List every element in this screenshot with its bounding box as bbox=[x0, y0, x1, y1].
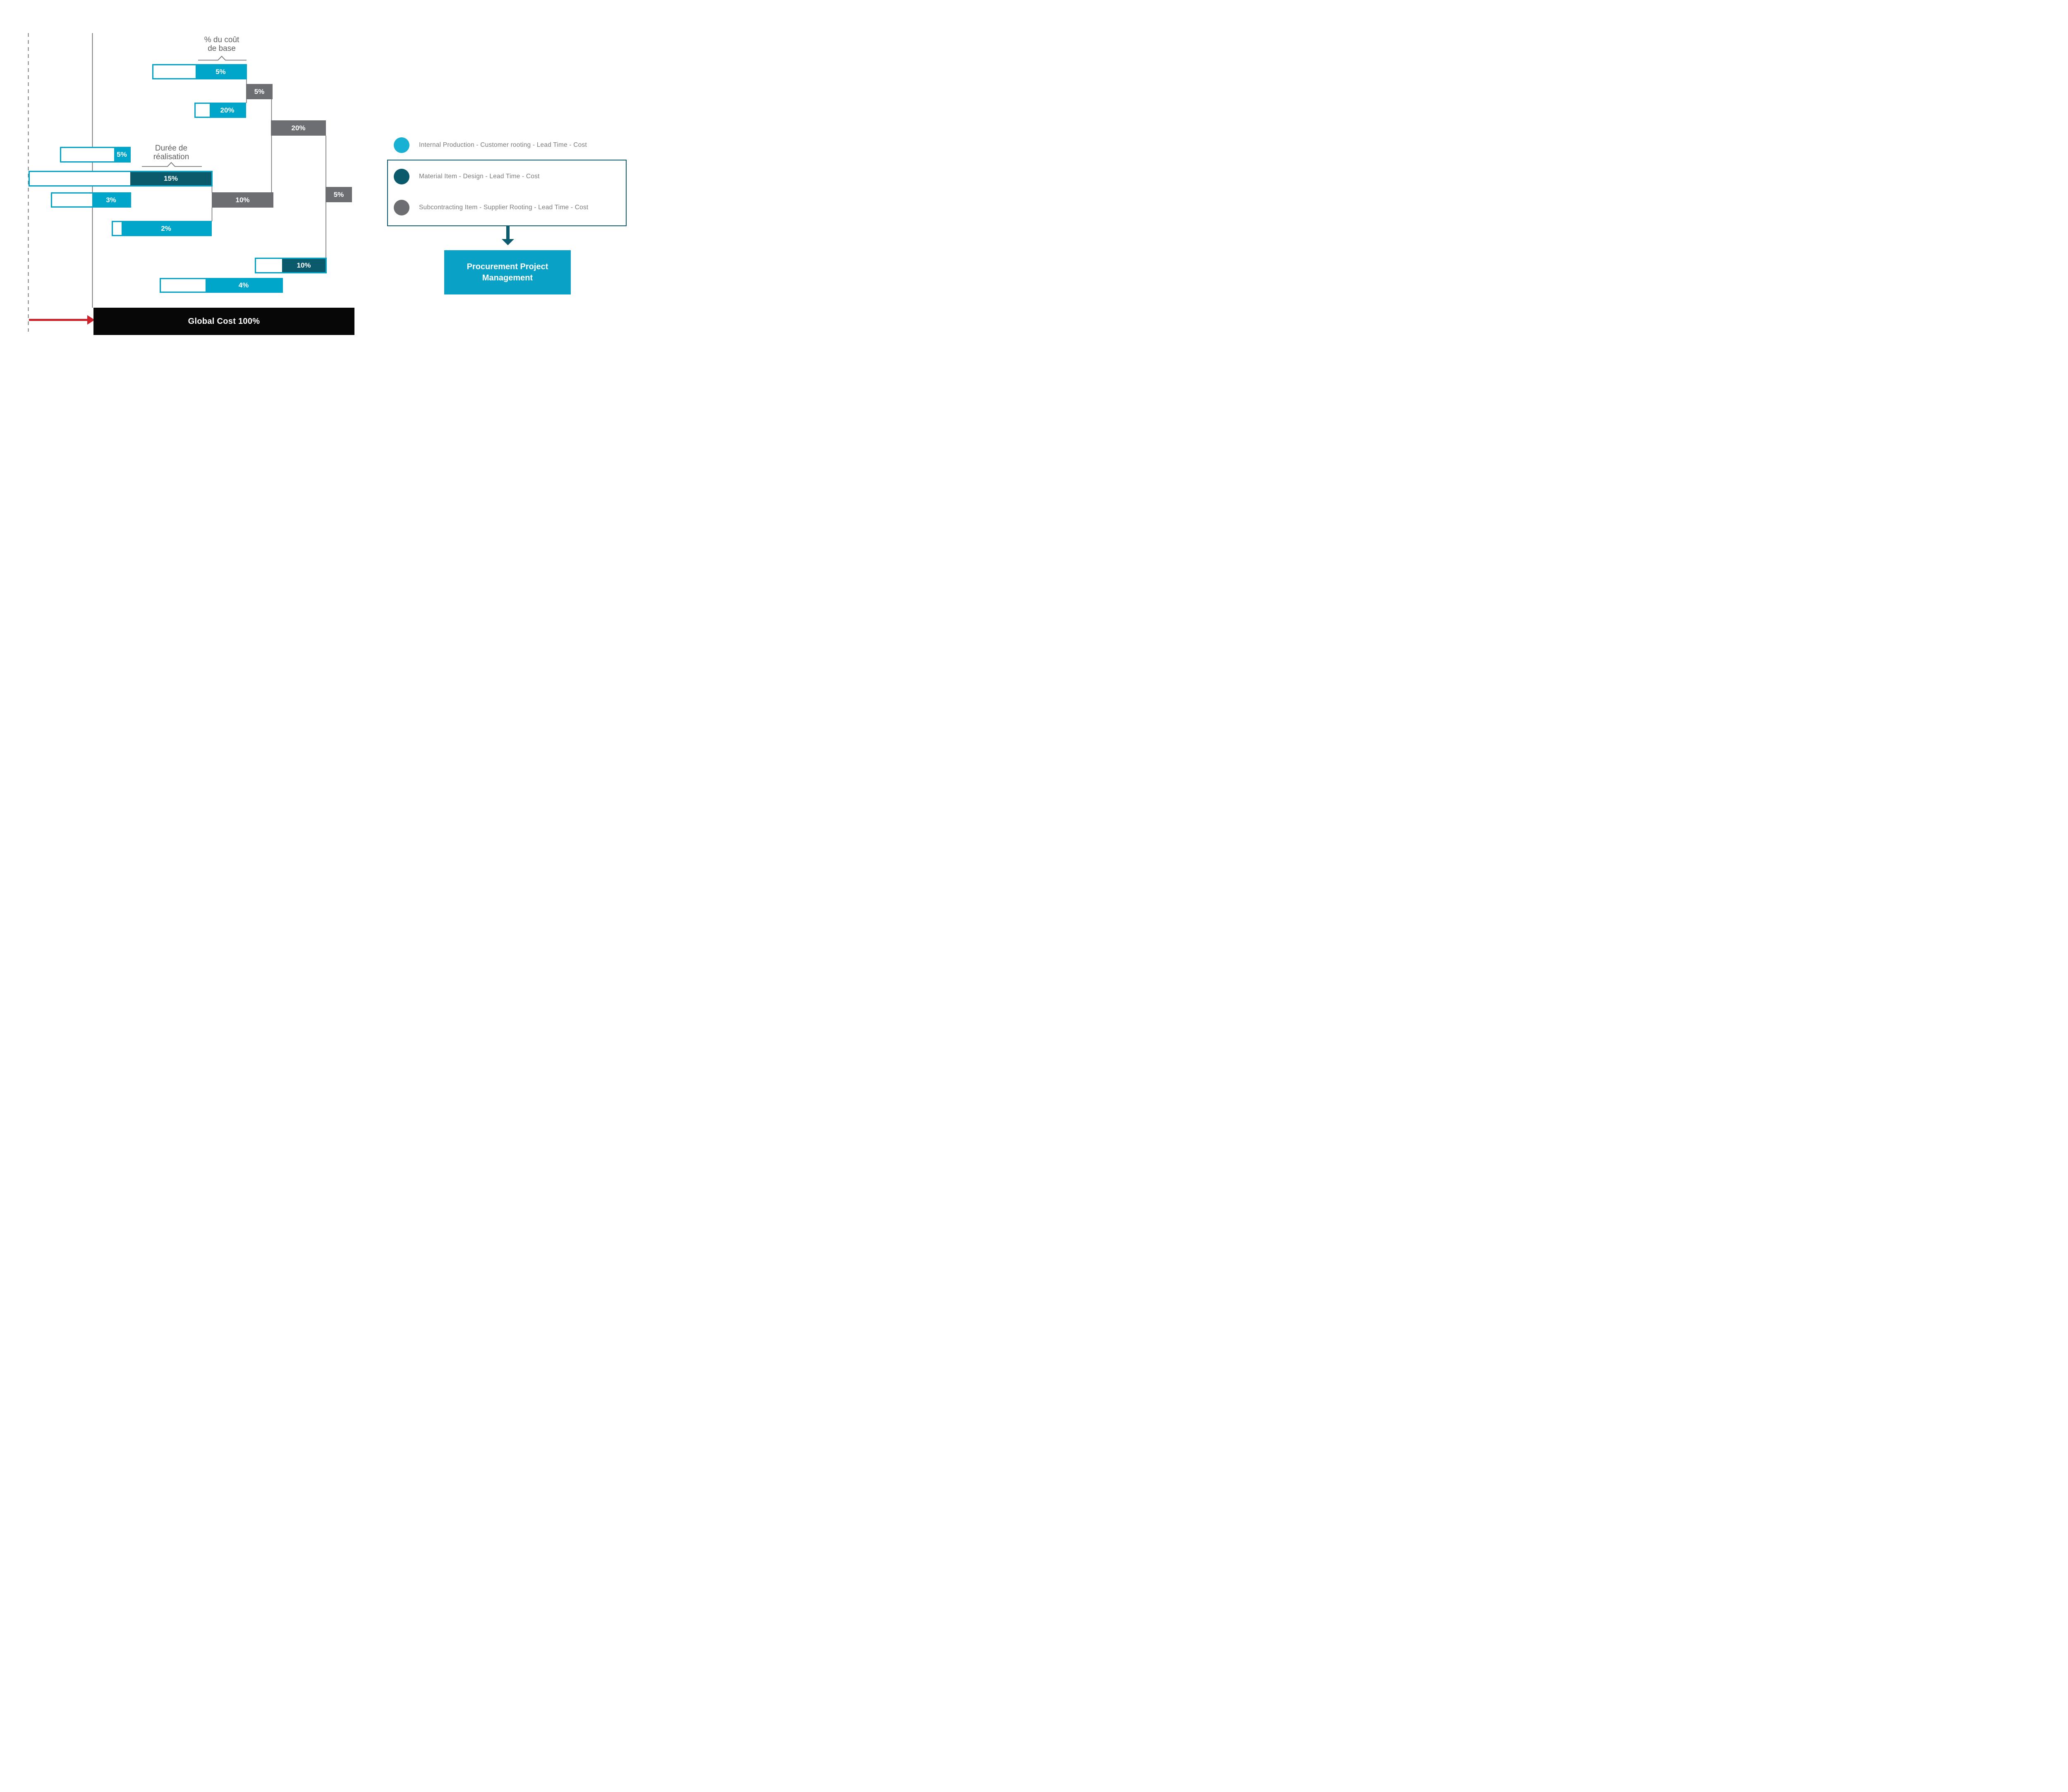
bar-value-label: 20% bbox=[291, 124, 306, 132]
cost-heading-line2: de base bbox=[208, 44, 236, 53]
duration-heading: Durée de réalisation bbox=[138, 144, 204, 161]
bar-internal-3-fill: 3% bbox=[92, 194, 130, 206]
red-arrow bbox=[29, 315, 95, 325]
legend-item-material-item: Material Item - Design - Lead Time - Cos… bbox=[394, 169, 540, 184]
bar-value-label: 5% bbox=[254, 87, 265, 96]
bar-value-label: 2% bbox=[161, 224, 171, 232]
material-item-swatch-icon bbox=[394, 169, 409, 184]
legend-item-label: Material Item - Design - Lead Time - Cos… bbox=[419, 173, 540, 180]
legend-item-internal-production: Internal Production - Customer rooting -… bbox=[394, 137, 587, 153]
bar-internal-20: 20% bbox=[194, 103, 246, 118]
red-arrow-head bbox=[87, 315, 95, 325]
cost-heading: % du coût de base bbox=[189, 36, 255, 53]
bar-internal-4-fill: 4% bbox=[206, 279, 282, 292]
button-label-line2: Management bbox=[482, 273, 533, 282]
down-arrow bbox=[502, 226, 514, 245]
diagram-canvas: % du coût de base Durée de réalisation 5… bbox=[0, 0, 649, 356]
button-label-line1: Procurement Project bbox=[467, 262, 548, 271]
bar-internal-5-left-fill: 5% bbox=[114, 148, 129, 161]
bar-subcontract-10: 10% bbox=[212, 192, 273, 208]
bar-material-10-fill: 10% bbox=[282, 259, 326, 272]
procurement-project-management-button: Procurement Project Management bbox=[444, 250, 571, 294]
internal-production-swatch-icon bbox=[394, 137, 409, 153]
bar-internal-4: 4% bbox=[160, 278, 283, 293]
duration-heading-line1: Durée de bbox=[155, 144, 188, 153]
bar-material-10: 10% bbox=[255, 258, 327, 273]
bar-value-label: 10% bbox=[297, 261, 311, 269]
bar-subcontract-20: 20% bbox=[271, 120, 326, 136]
bar-value-label: 15% bbox=[163, 175, 178, 182]
bar-internal-5-top-fill: 5% bbox=[196, 65, 246, 78]
legend-item-subcontracting-item: Subcontracting Item - Supplier Rooting -… bbox=[394, 200, 588, 215]
cost-brace bbox=[198, 55, 247, 61]
bar-value-label: 3% bbox=[106, 196, 116, 204]
bar-internal-5-left: 5% bbox=[60, 147, 131, 163]
down-arrow-stem bbox=[506, 226, 510, 239]
duration-heading-line2: réalisation bbox=[153, 153, 189, 161]
bar-subcontract-5-right: 5% bbox=[326, 187, 352, 202]
bar-material-15-fill: 15% bbox=[130, 172, 211, 185]
bar-value-label: 5% bbox=[333, 190, 344, 199]
cost-heading-line1: % du coût bbox=[204, 36, 239, 44]
subcontracting-item-swatch-icon bbox=[394, 200, 409, 215]
bar-internal-2-fill: 2% bbox=[122, 222, 211, 235]
bar-value-label: 5% bbox=[215, 67, 226, 76]
bar-value-label: 10% bbox=[235, 196, 250, 204]
bar-internal-5-top: 5% bbox=[152, 64, 247, 79]
diagram-lines-layer bbox=[28, 33, 514, 332]
duration-brace bbox=[142, 162, 202, 167]
bar-value-label: 4% bbox=[238, 281, 249, 289]
global-cost-label: Global Cost 100% bbox=[188, 316, 260, 326]
global-cost-bar: Global Cost 100% bbox=[93, 308, 354, 335]
down-arrow-head bbox=[502, 239, 514, 245]
bar-internal-3: 3% bbox=[51, 192, 131, 208]
bar-internal-2: 2% bbox=[112, 221, 212, 236]
legend-box bbox=[387, 160, 627, 226]
bar-value-label: 20% bbox=[220, 106, 235, 114]
bar-value-label: 5% bbox=[117, 151, 127, 158]
legend-item-label: Subcontracting Item - Supplier Rooting -… bbox=[419, 204, 589, 211]
bar-subcontract-5-upper: 5% bbox=[246, 84, 273, 99]
bar-material-15: 15% bbox=[29, 171, 213, 187]
bar-internal-20-fill: 20% bbox=[210, 104, 245, 117]
legend-item-label: Internal Production - Customer rooting -… bbox=[419, 141, 587, 148]
red-arrow-stem bbox=[29, 319, 87, 321]
